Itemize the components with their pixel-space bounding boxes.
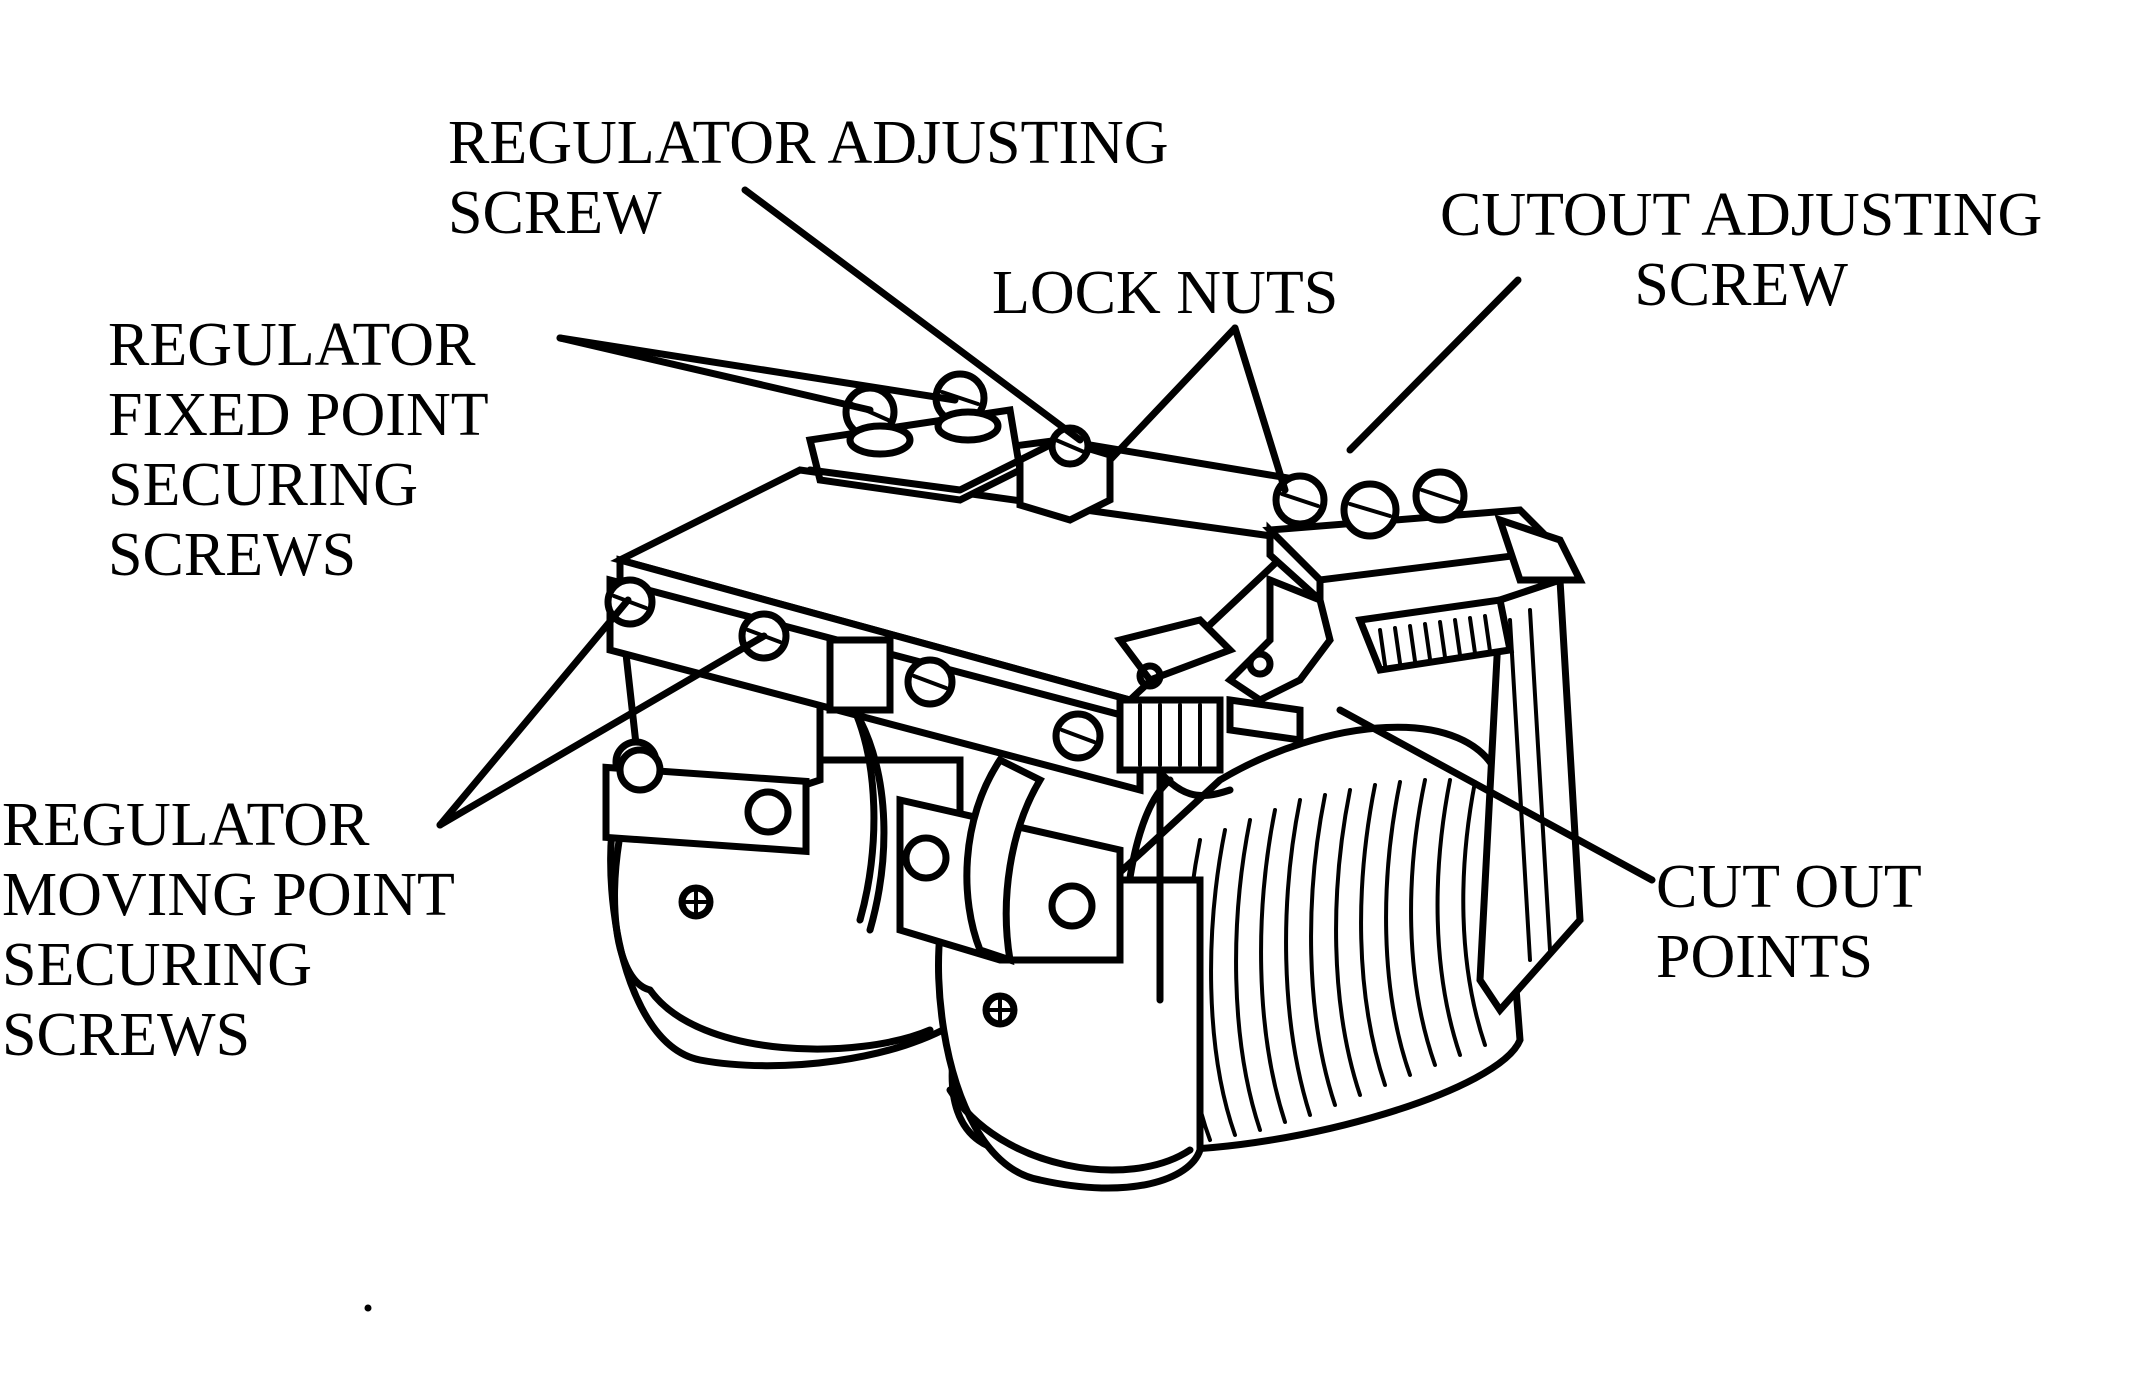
label-line: CUT OUT — [1656, 853, 1922, 921]
label-cutout-adjusting-screw: CUTOUT ADJUSTING SCREW — [1440, 180, 2042, 320]
label-line: REGULATOR — [108, 311, 476, 379]
label-regulator-moving-point-securing-screws: REGULATOR MOVING POINT SECURING SCREWS — [2, 790, 455, 1070]
leader-fixed-2 — [556, 334, 959, 404]
label-line: CUTOUT ADJUSTING — [1440, 181, 2043, 249]
label-line: MOVING POINT — [2, 861, 455, 929]
label-line: SCREWS — [108, 521, 357, 589]
label-line: REGULATOR — [2, 791, 370, 859]
label-line: REGULATOR ADJUSTING — [448, 109, 1169, 177]
label-line: FIXED POINT — [108, 381, 489, 449]
label-lock-nuts: LOCK NUTS — [992, 258, 1338, 328]
leader-fixed-1 — [556, 334, 874, 414]
leader-cutout-adj — [1346, 276, 1522, 454]
label-cut-out-points: CUT OUT POINTS — [1656, 852, 1922, 992]
leader-lines — [436, 186, 1656, 884]
stray-dot — [364, 1304, 372, 1312]
fixed-point-block — [805, 370, 1024, 504]
label-line: LOCK NUTS — [992, 259, 1339, 327]
label-line: SCREW — [448, 179, 662, 247]
label-line: SCREWS — [2, 1001, 251, 1069]
label-line: SECURING — [2, 931, 313, 999]
leader-moving-2 — [436, 632, 768, 829]
label-line: SECURING — [108, 451, 419, 519]
leader-moving-1 — [436, 596, 632, 829]
label-line: POINTS — [1656, 923, 1874, 991]
leader-reg-adj — [741, 186, 1084, 444]
regulator-adjusting-screw — [1016, 424, 1114, 524]
leader-cutpts — [1336, 706, 1656, 884]
leader-lock-1 — [1106, 324, 1239, 464]
label-regulator-adjusting-screw: REGULATOR ADJUSTING SCREW — [448, 108, 1169, 248]
label-line: SCREW — [1634, 251, 1848, 319]
front-coil — [896, 736, 1234, 1192]
label-regulator-fixed-point-securing-screws: REGULATOR FIXED POINT SECURING SCREWS — [108, 310, 489, 590]
leader-lock-2 — [1231, 324, 1289, 494]
